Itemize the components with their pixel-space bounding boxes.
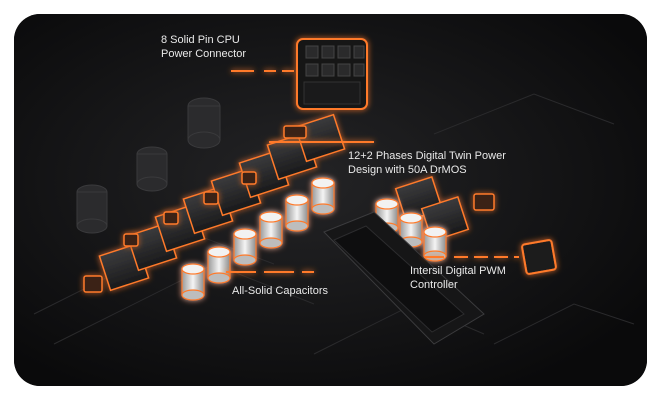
callout-pwm-line1: Intersil Digital PWM — [410, 265, 506, 277]
callout-pwm: Intersil Digital PWM Controller — [410, 264, 506, 292]
solid-capacitors — [181, 177, 447, 301]
product-image-frame: 8 Solid Pin CPU Power Connector 12+2 Pha… — [14, 14, 647, 386]
callout-lines — [226, 70, 519, 273]
background-capacitors — [76, 97, 221, 234]
callout-cpu-connector: 8 Solid Pin CPU Power Connector — [161, 33, 246, 61]
cpu-socket — [323, 211, 485, 345]
cpu-power-connector — [296, 38, 368, 110]
callout-capacitors: All-Solid Capacitors — [232, 284, 328, 298]
callout-capacitors-line1: All-Solid Capacitors — [232, 285, 328, 297]
callout-pwm-line2: Controller — [410, 279, 458, 291]
callout-phases: 12+2 Phases Digital Twin Power Design wi… — [348, 149, 506, 177]
motherboard-vrm-illustration — [14, 14, 647, 386]
callout-cpu-connector-line1: 8 Solid Pin CPU — [161, 34, 240, 46]
callout-cpu-connector-line2: Power Connector — [161, 48, 246, 60]
pwm-controller-chip — [521, 239, 557, 275]
callout-phases-line1: 12+2 Phases Digital Twin Power — [348, 150, 506, 162]
callout-phases-line2: Design with 50A DrMOS — [348, 164, 467, 176]
